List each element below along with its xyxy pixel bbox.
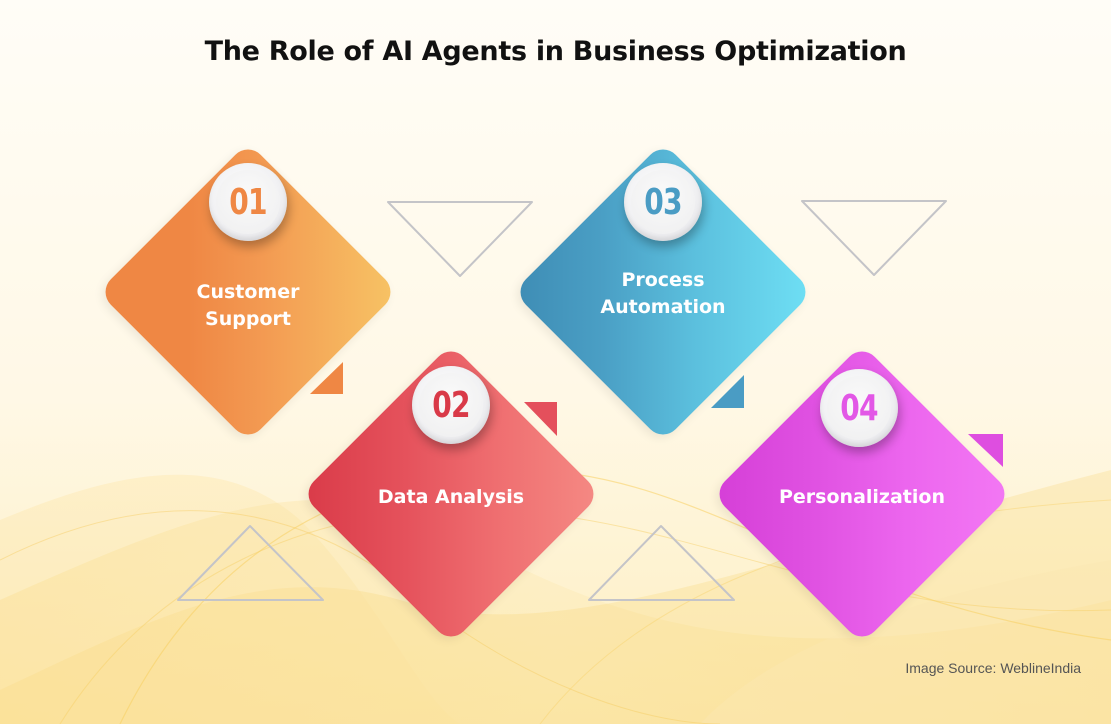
- step-label: Process Automation: [600, 269, 726, 318]
- outline-triangle-down-icon: [801, 200, 947, 276]
- page-title: The Role of AI Agents in Business Optimi…: [204, 36, 907, 67]
- step-card-process-automation: Process Automation: [513, 142, 813, 442]
- step-label: Data Analysis: [377, 486, 525, 508]
- step-number: 01: [229, 181, 267, 223]
- outline-triangle-up-icon: [588, 525, 735, 601]
- step-number-badge: 03: [624, 163, 702, 241]
- corner-triangle-icon: [524, 402, 557, 436]
- corner-triangle-icon: [310, 362, 343, 394]
- step-number: 02: [432, 384, 470, 426]
- corner-triangle-icon: [711, 375, 744, 408]
- step-label: Personalization: [779, 486, 945, 508]
- step-number-badge: 04: [820, 369, 898, 447]
- step-number-badge: 02: [412, 366, 490, 444]
- step-card-data-analysis: Data Analysis: [301, 344, 601, 644]
- step-number-badge: 01: [209, 163, 287, 241]
- corner-triangle-icon: [968, 434, 1003, 467]
- step-label: Customer Support: [196, 281, 300, 330]
- outline-triangle-down-icon: [387, 201, 533, 277]
- step-number: 03: [644, 181, 682, 223]
- step-card-personalization: Personalization: [712, 344, 1012, 644]
- image-source-caption: Image Source: WeblineIndia: [905, 660, 1081, 676]
- step-number: 04: [840, 387, 878, 429]
- outline-triangle-up-icon: [177, 525, 324, 601]
- step-card-customer-support: Customer Support: [98, 142, 398, 442]
